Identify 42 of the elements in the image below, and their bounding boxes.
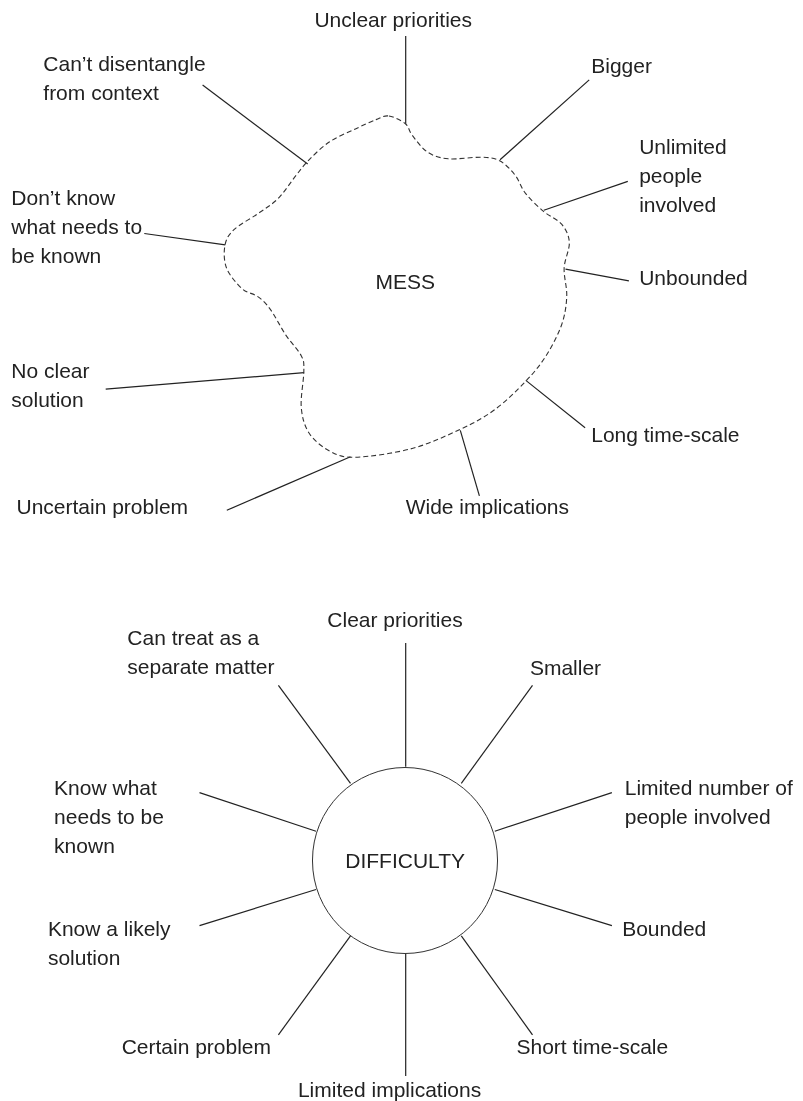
leader-line — [494, 792, 613, 832]
node-label: Bigger — [591, 50, 652, 80]
node-label: Clear priorities — [327, 604, 463, 634]
leader-line — [198, 888, 317, 927]
node-label: Unbounded — [639, 263, 748, 293]
leader-line — [277, 935, 352, 1036]
leader-line — [494, 888, 613, 927]
leader-line — [226, 456, 352, 511]
node-label: Unclear priorities — [314, 5, 472, 35]
leader-line — [460, 935, 534, 1036]
node-label: Limited number of people involved — [624, 773, 800, 832]
leader-line — [525, 379, 586, 429]
node-label: Uncertain problem — [16, 492, 189, 522]
leader-line — [543, 180, 629, 211]
node-label: Can treat as a separate matter — [127, 622, 306, 681]
node-label: Wide implications — [405, 492, 570, 522]
node-label: Know a likely solution — [47, 913, 198, 972]
leader-line — [405, 642, 407, 768]
node-label: No clear solution — [11, 355, 112, 414]
leader-line — [459, 429, 480, 497]
leader-line — [499, 79, 590, 161]
node-label: Certain problem — [121, 1032, 272, 1062]
leader-line — [202, 84, 309, 165]
leader-line — [564, 268, 630, 282]
node-label: Unlimited people involved — [639, 131, 750, 219]
node-label: Smaller — [529, 652, 602, 682]
leader-line — [105, 372, 305, 390]
leader-line — [198, 792, 317, 832]
leader-line — [277, 684, 352, 784]
node-label: Can’t disentangle from context — [43, 49, 244, 108]
leader-line — [405, 953, 407, 1077]
node-label: Short time-scale — [516, 1032, 669, 1062]
leader-line — [405, 35, 407, 125]
leader-line — [460, 684, 534, 784]
node-label: Long time-scale — [591, 420, 740, 450]
center-label: MESS — [375, 268, 435, 295]
node-label: Limited implications — [297, 1075, 482, 1101]
node-label: Don’t know what needs to be known — [11, 183, 152, 271]
node-label: Bounded — [622, 913, 707, 943]
center-label: DIFFICULTY — [345, 848, 466, 875]
node-label: Know what needs to be known — [54, 773, 190, 861]
leader-line — [143, 232, 226, 246]
